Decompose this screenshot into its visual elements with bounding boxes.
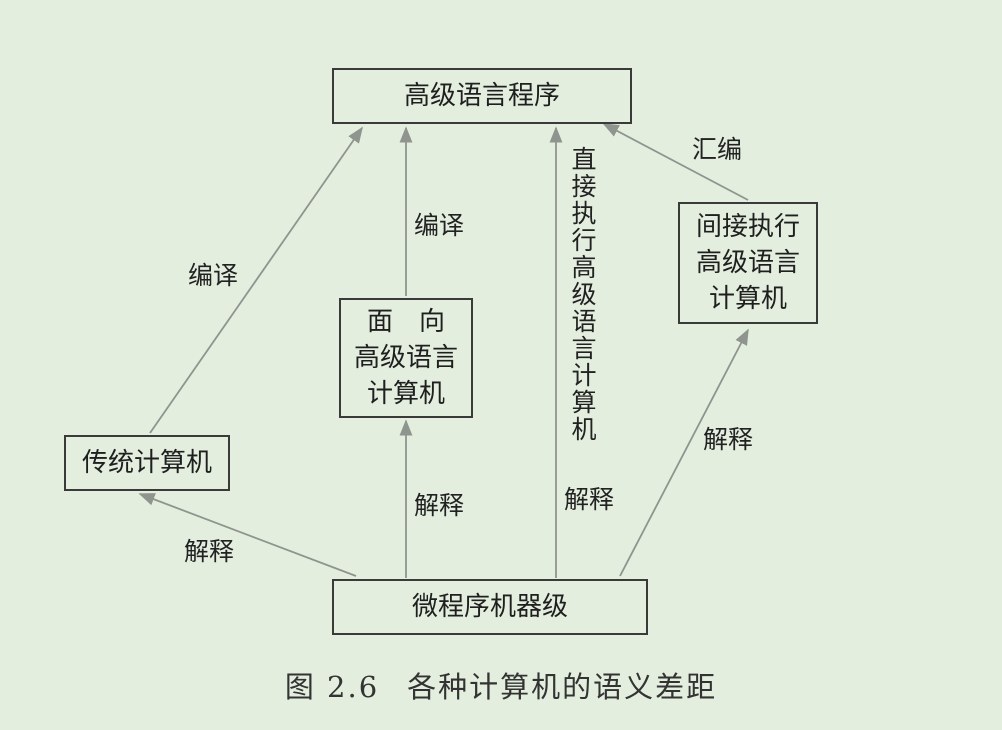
figure-caption: 图 2.6 各种计算机的语义差距	[0, 664, 1002, 706]
box-high-level-program-label: 高级语言程序	[403, 81, 560, 111]
box-microprogram-level: 微程序机器级	[332, 579, 648, 635]
arrow-interpret-left	[138, 493, 357, 577]
label-compile-left: 编译	[188, 261, 239, 290]
box-indirect-exec-computer: 间接执行 高级语言 计算机	[678, 202, 818, 324]
label-interpret-mid: 解释	[414, 491, 465, 520]
arrow-compile-left	[149, 126, 363, 434]
box-traditional-computer-label: 传统计算机	[81, 448, 212, 478]
label-interpret-left: 解释	[184, 537, 235, 566]
label-interpret-right: 解释	[703, 425, 754, 454]
box-high-level-program: 高级语言程序	[332, 68, 632, 124]
arrow-assemble	[602, 123, 749, 201]
figure-title: 各种计算机的语义差距	[407, 670, 718, 704]
box-indirect-exec-line-2: 高级语言	[695, 248, 800, 278]
box-hll-oriented-line-2: 高级语言	[353, 343, 458, 373]
box-indirect-exec-line-3: 计算机	[708, 284, 787, 314]
arrow-interpret-right	[619, 328, 749, 577]
box-hll-oriented-computer: 面 向 高级语言 计算机	[339, 298, 473, 418]
box-indirect-exec-line-1: 间接执行	[695, 212, 800, 242]
box-hll-oriented-line-3: 计算机	[366, 379, 445, 409]
label-compile-mid: 编译	[414, 211, 465, 240]
label-interpret-direct: 解释	[564, 485, 615, 514]
box-microprogram-level-label: 微程序机器级	[411, 592, 568, 622]
figure-number: 图 2.6	[284, 670, 380, 704]
box-hll-oriented-line-1: 面 向	[366, 307, 445, 337]
box-traditional-computer: 传统计算机	[64, 435, 230, 491]
label-direct-exec: 直接执行高级语言计算机	[568, 146, 597, 443]
label-assemble: 汇编	[692, 135, 743, 164]
